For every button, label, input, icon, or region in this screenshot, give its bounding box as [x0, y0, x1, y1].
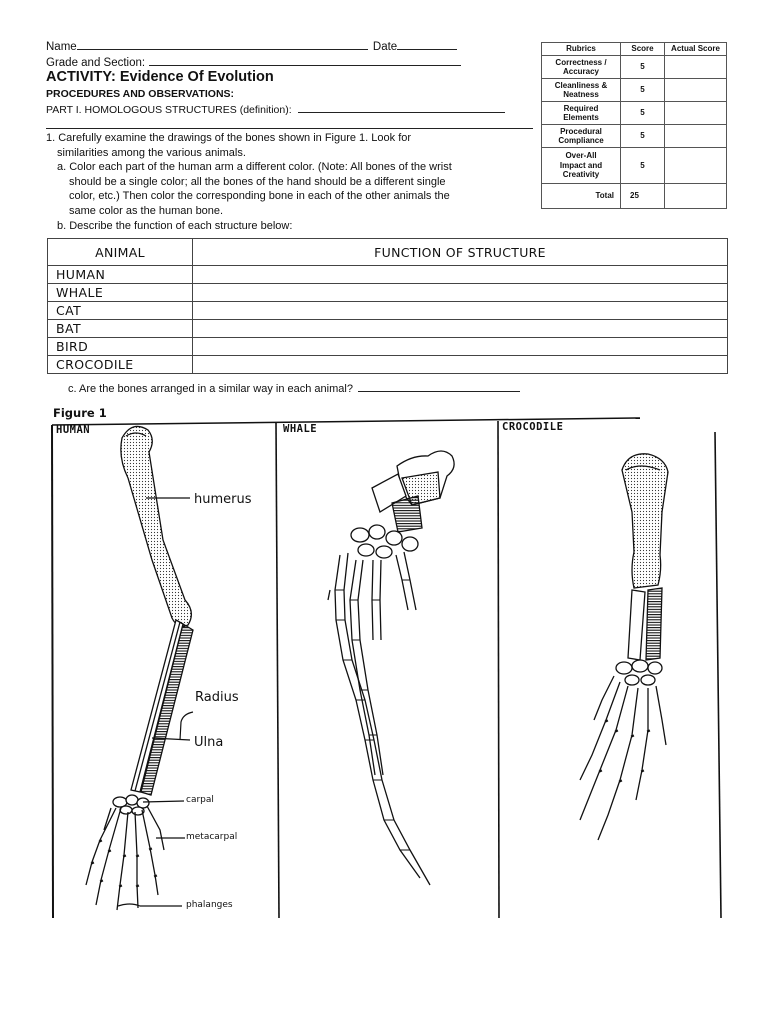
- label-carpal: carpal: [186, 795, 214, 805]
- croc-ulna: [627, 589, 646, 661]
- rubric-name: Creativity: [562, 170, 600, 180]
- grade-label: Grade and Section:: [46, 57, 146, 69]
- question-c-blank[interactable]: [357, 381, 520, 392]
- name-blank[interactable]: [76, 39, 368, 50]
- hand-bones: [85, 805, 165, 911]
- label-metacarpal: metacarpal: [186, 832, 238, 842]
- label-ulna: Ulna: [194, 735, 224, 750]
- rubric-actual-score[interactable]: [664, 55, 727, 79]
- function-cell[interactable]: [192, 355, 728, 374]
- radius-bone: [140, 622, 194, 796]
- panel-label-crocodile: CROCODILE: [502, 421, 564, 433]
- croc-radius: [645, 587, 663, 661]
- name-label: Name: [46, 41, 77, 53]
- rubric-row: Cleanliness &Neatness 5: [541, 78, 727, 102]
- rubric-name: Correctness /: [555, 57, 607, 67]
- rubric-name: Impact and: [559, 160, 603, 170]
- item-a-line2: should be a single color; all the bones …: [69, 175, 446, 188]
- table-row: CAT: [47, 301, 728, 320]
- rubric-name: Cleanliness &: [554, 80, 608, 90]
- figure-frame: [51, 417, 722, 919]
- carpal-bones: [112, 794, 150, 816]
- whale-digits: [327, 551, 431, 886]
- rubric-total-actual[interactable]: [664, 183, 727, 209]
- item1-line1: 1. Carefully examine the drawings of the…: [46, 132, 412, 144]
- croc-digits: [579, 675, 667, 841]
- label-pointers: [117, 497, 194, 907]
- name-line: Name Date: [46, 39, 458, 53]
- question-c: c. Are the bones arranged in a similar w…: [68, 381, 520, 395]
- date-blank[interactable]: [397, 39, 458, 50]
- label-humerus: humerus: [194, 492, 252, 507]
- human-arm-drawing: [85, 425, 194, 911]
- item-a-line1: a. Color each part of the human arm a di…: [57, 161, 452, 174]
- panel-label-human: HUMAN: [56, 424, 91, 436]
- label-radius: Radius: [195, 690, 239, 705]
- table-row: BAT: [47, 319, 728, 338]
- table-row: CROCODILE: [47, 355, 728, 374]
- item-a-line4: same color as the human bone.: [69, 204, 224, 217]
- item-a-line3: color, etc.) Then color the correspondin…: [69, 190, 450, 203]
- rubric-actual-score[interactable]: [664, 101, 727, 125]
- animal-cell: CROCODILE: [47, 355, 193, 374]
- rubric-name: Neatness: [563, 90, 599, 99]
- rubric-actual-score[interactable]: [664, 78, 727, 102]
- func-header-function: FUNCTION OF STRUCTURE: [192, 238, 728, 266]
- whale-ulna: [371, 473, 407, 513]
- func-header-animal: ANIMAL: [47, 238, 193, 266]
- part1-label: PART I. HOMOLOGOUS STRUCTURES (definitio…: [46, 104, 292, 116]
- whale-humerus-dotted: [401, 471, 441, 506]
- date-label: Date: [372, 41, 398, 53]
- item-b-line: b. Describe the function of each structu…: [57, 219, 293, 232]
- rubric-score: 5: [620, 101, 665, 125]
- whale-radius: [391, 495, 423, 533]
- rubric-name: Elements: [563, 113, 599, 122]
- label-phalanges: phalanges: [186, 900, 233, 910]
- question-c-text: c. Are the bones arranged in a similar w…: [68, 383, 353, 395]
- croc-humerus: [621, 453, 669, 589]
- panel-label-whale: WHALE: [283, 423, 318, 435]
- whale-flipper-drawing: [327, 450, 455, 886]
- definition-blank-2[interactable]: [46, 128, 533, 129]
- crocodile-arm-drawing: [579, 453, 669, 841]
- whale-carpals: [350, 524, 419, 559]
- item1-line2: similarities among the various animals.: [57, 146, 246, 159]
- rubric-row: Correctness /Accuracy 5: [541, 55, 727, 79]
- activity-title: ACTIVITY: Evidence Of Evolution: [46, 69, 274, 85]
- grade-line: Grade and Section:: [46, 55, 462, 69]
- animal-cell: HUMAN: [47, 265, 193, 284]
- definition-blank[interactable]: [297, 102, 505, 113]
- procedures-heading: PROCEDURES AND OBSERVATIONS:: [46, 88, 235, 100]
- rubric-actual-score[interactable]: [664, 124, 727, 148]
- function-table: ANIMAL FUNCTION OF STRUCTURE HUMAN WHALE…: [47, 238, 728, 374]
- rubric-name: Required: [563, 103, 599, 113]
- rubric-name: Accuracy: [562, 67, 600, 76]
- rubric-table: Rubrics Score Actual Score Correctness /…: [541, 42, 727, 209]
- rubric-total-label: Total: [541, 183, 621, 209]
- grade-blank[interactable]: [149, 55, 462, 66]
- humerus-bone: [120, 425, 192, 628]
- rubric-score: 5: [620, 78, 665, 102]
- animal-cell: CAT: [47, 301, 193, 320]
- figure-title: Figure 1: [53, 406, 107, 420]
- rubric-name: Procedural: [560, 126, 602, 136]
- rubric-name: Over-All: [565, 151, 597, 161]
- rubric-score: 5: [620, 124, 665, 148]
- rubric-total-row: Total 25: [541, 183, 727, 209]
- croc-carpals: [615, 659, 663, 686]
- instructions: 1. Carefully examine the drawings of the…: [46, 131, 541, 233]
- part1-line: PART I. HOMOLOGOUS STRUCTURES (definitio…: [46, 102, 505, 116]
- rubric-name: Compliance: [558, 136, 604, 145]
